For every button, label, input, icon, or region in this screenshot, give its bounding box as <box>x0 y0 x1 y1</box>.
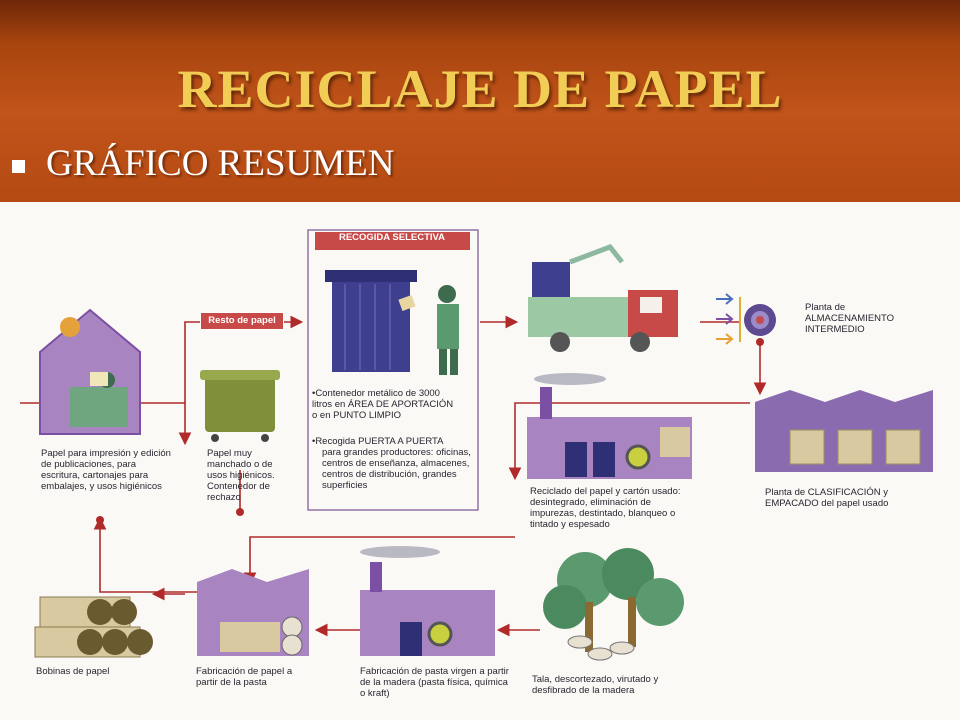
arrow-to-bobinas-up <box>93 516 200 593</box>
flow-arrows <box>20 315 767 637</box>
slide-subtitle: GRÁFICO RESUMEN <box>46 143 395 184</box>
home-label: Papel para impresión y edición de public… <box>41 448 171 492</box>
truck-icon <box>528 244 678 352</box>
arrow-to-fabricacion-papel <box>243 536 515 586</box>
bobinas-icon <box>34 596 153 658</box>
arrow-to-reciclado <box>508 402 750 481</box>
tala-label: Tala, descortezado, virutado y desfibrad… <box>532 674 659 696</box>
fabricacion-pasta-factory-icon <box>360 546 495 656</box>
reciclado-factory-icon <box>527 373 692 479</box>
reciclado-label: Reciclado del papel y cartón usado: desi… <box>530 486 681 530</box>
trees-icon <box>543 548 684 661</box>
container-bullet-2: •Recogida PUERTA A PUERTA <box>312 436 444 447</box>
bullet-square <box>12 160 25 173</box>
fabricacion-papel-factory-icon <box>197 569 309 656</box>
bin-label: Papel muy manchado o de usos higiénicos.… <box>207 448 275 503</box>
slide-title: RECICLAJE DE PAPEL <box>177 59 783 119</box>
home-icon <box>39 308 141 435</box>
container-bullet-1: •Contenedor metálico de 3000 litros en Á… <box>312 388 454 421</box>
header-banner: RECICLAJE DE PAPEL GRÁFICO RESUMEN <box>0 0 960 202</box>
planta-clasificacion-label: Planta de CLASIFICACIÓN y EMPACADO del p… <box>765 487 889 509</box>
recogida-selectiva-title: RECOGIDA SELECTIVA <box>338 232 446 243</box>
bobinas-label: Bobinas de papel <box>36 666 110 677</box>
reject-bin-icon <box>200 370 280 442</box>
resto-papel-tag: Resto de papel <box>200 312 284 330</box>
container-bullet-2-detail: para grandes productores: oficinas, cent… <box>322 447 471 491</box>
fabricacion-papel-label: Fabricación de papel a partir de la past… <box>196 666 293 688</box>
clasificacion-factory-icon <box>755 390 933 472</box>
fabricacion-pasta-label: Fabricación de pasta virgen a partir de … <box>360 666 509 699</box>
recycling-diagram: Resto de papel RECOGIDA SELECTIVA Papel … <box>0 202 960 720</box>
recogida-box <box>307 229 479 511</box>
planta-intermedio-label: Planta de ALMACENAMIENTO INTERMEDIO <box>805 302 895 335</box>
diagram-graphics <box>20 229 933 661</box>
planta-intermedio-icon <box>716 293 776 345</box>
